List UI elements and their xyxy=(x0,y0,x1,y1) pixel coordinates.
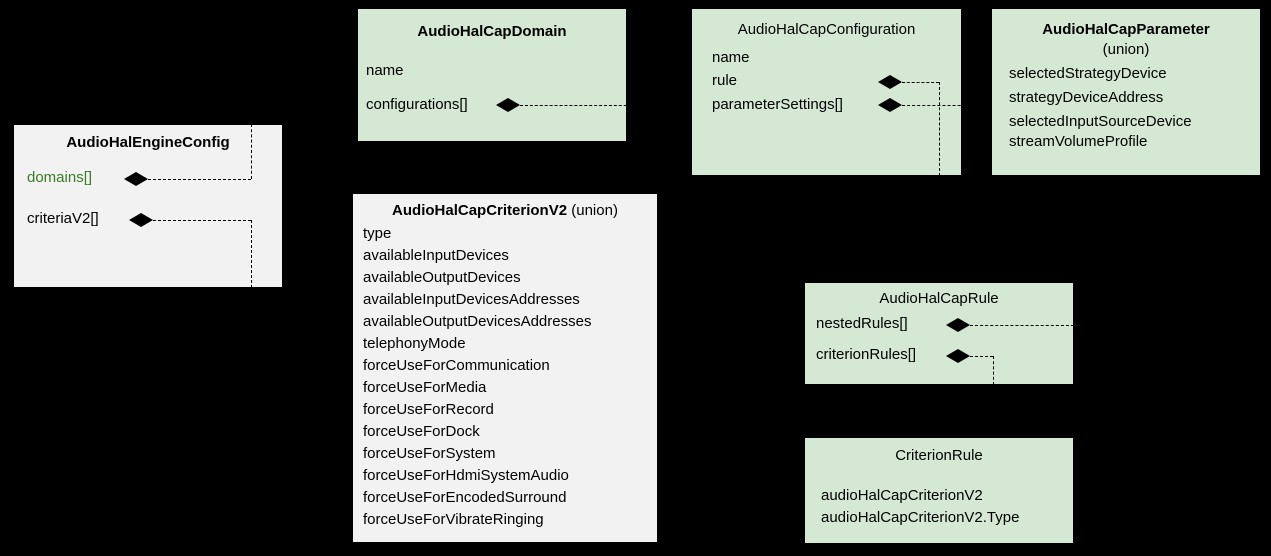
connector-domains-vertical xyxy=(251,124,252,179)
field-criterion-rule-audio-hal-cap-criterion-v2: audioHalCapCriterionV2 xyxy=(821,487,983,504)
field-criterion-force-use-for-dock: forceUseForDock xyxy=(363,423,480,440)
connector-configurations-horizontal xyxy=(520,105,691,106)
class-box-audio-hal-cap-rule[interactable]: AudioHalCapRule nestedRules[] criterionR… xyxy=(804,282,1074,385)
connector-criterion-rules-horizontal xyxy=(970,356,993,357)
field-cap-rule-criterion-rules: criterionRules[] xyxy=(816,346,917,363)
field-cap-rule-nested-rules: nestedRules[] xyxy=(816,315,908,332)
class-box-criterion-rule[interactable]: CriterionRule audioHalCapCriterionV2 aud… xyxy=(804,437,1074,544)
field-cap-configuration-rule: rule xyxy=(712,72,738,89)
class-box-audio-hal-cap-configuration[interactable]: AudioHalCapConfiguration name rule param… xyxy=(691,8,962,176)
class-title-audio-hal-cap-criterion-v2: AudioHalCapCriterionV2 (union) xyxy=(353,202,657,219)
connector-criterion-rules-vertical xyxy=(993,356,994,385)
class-box-audio-hal-cap-criterion-v2[interactable]: AudioHalCapCriterionV2 (union) type avai… xyxy=(352,193,658,543)
class-title-audio-hal-cap-rule: AudioHalCapRule xyxy=(879,290,999,307)
field-cap-parameter-selected-input-source-device: selectedInputSourceDevice xyxy=(1009,113,1192,130)
connector-criteria-v2-vertical xyxy=(251,220,252,288)
field-criterion-force-use-for-vibrate-ringing: forceUseForVibrateRinging xyxy=(363,511,544,528)
class-title-text: AudioHalCapCriterionV2 xyxy=(392,202,568,219)
field-criterion-force-use-for-record: forceUseForRecord xyxy=(363,401,494,418)
field-criterion-force-use-for-communication: forceUseForCommunication xyxy=(363,357,550,374)
field-criterion-type: type xyxy=(363,225,392,242)
field-criterion-rule-audio-hal-cap-criterion-v2-type: audioHalCapCriterionV2.Type xyxy=(821,509,1020,526)
connector-criteria-v2-horizontal xyxy=(153,220,251,221)
field-criterion-force-use-for-media: forceUseForMedia xyxy=(363,379,487,396)
field-criterion-available-input-devices-addresses: availableInputDevicesAddresses xyxy=(363,291,580,308)
field-cap-parameter-stream-volume-profile: streamVolumeProfile xyxy=(1009,133,1148,150)
aggregation-diamond-criteria-v2 xyxy=(129,213,153,227)
field-criterion-force-use-for-system: forceUseForSystem xyxy=(363,445,496,462)
field-criterion-force-use-for-encoded-surround: forceUseForEncodedSurround xyxy=(363,489,567,506)
field-criterion-telephony-mode: telephonyMode xyxy=(363,335,466,352)
aggregation-diamond-nested-rules xyxy=(946,318,970,332)
connector-rule-horizontal xyxy=(902,82,939,83)
class-subtitle-audio-hal-cap-parameter: (union) xyxy=(1102,41,1150,58)
class-title-audio-hal-cap-domain: AudioHalCapDomain xyxy=(417,23,567,40)
aggregation-diamond-rule xyxy=(878,75,902,89)
class-title-suffix: (union) xyxy=(571,202,618,219)
connector-nested-rules-horizontal xyxy=(970,325,1074,326)
field-engine-config-criteria-v2: criteriaV2[] xyxy=(27,210,99,227)
field-criterion-available-input-devices: availableInputDevices xyxy=(363,247,509,264)
class-box-audio-hal-engine-config[interactable]: AudioHalEngineConfig domains[] criteriaV… xyxy=(13,124,283,288)
connector-parameter-settings-horizontal xyxy=(902,105,991,106)
field-cap-domain-name: name xyxy=(366,62,404,79)
field-cap-parameter-selected-strategy-device: selectedStrategyDevice xyxy=(1009,65,1167,82)
class-title-audio-hal-engine-config: AudioHalEngineConfig xyxy=(66,134,230,151)
class-box-audio-hal-cap-parameter[interactable]: AudioHalCapParameter (union) selectedStr… xyxy=(991,8,1261,176)
aggregation-diamond-parameter-settings xyxy=(878,98,902,112)
field-criterion-force-use-for-hdmi-system-audio: forceUseForHdmiSystemAudio xyxy=(363,467,569,484)
class-title-audio-hal-cap-parameter: AudioHalCapParameter xyxy=(1042,21,1210,38)
field-cap-domain-configurations: configurations[] xyxy=(366,96,468,113)
field-criterion-available-output-devices: availableOutputDevices xyxy=(363,269,521,286)
aggregation-diamond-criterion-rules xyxy=(946,349,970,363)
field-cap-configuration-name: name xyxy=(712,49,750,66)
class-title-criterion-rule: CriterionRule xyxy=(895,447,983,464)
class-title-audio-hal-cap-configuration: AudioHalCapConfiguration xyxy=(737,21,916,38)
field-engine-config-domains: domains[] xyxy=(27,169,93,186)
connector-domains-horizontal xyxy=(148,179,251,180)
field-criterion-available-output-devices-addresses: availableOutputDevicesAddresses xyxy=(363,313,592,330)
aggregation-diamond-configurations xyxy=(496,98,520,112)
class-box-audio-hal-cap-domain[interactable]: AudioHalCapDomain name configurations[] xyxy=(357,8,627,142)
connector-rule-vertical xyxy=(939,82,940,176)
aggregation-diamond-domains xyxy=(124,172,148,186)
field-cap-parameter-strategy-device-address: strategyDeviceAddress xyxy=(1009,89,1164,106)
field-cap-configuration-parameter-settings: parameterSettings[] xyxy=(712,96,843,113)
